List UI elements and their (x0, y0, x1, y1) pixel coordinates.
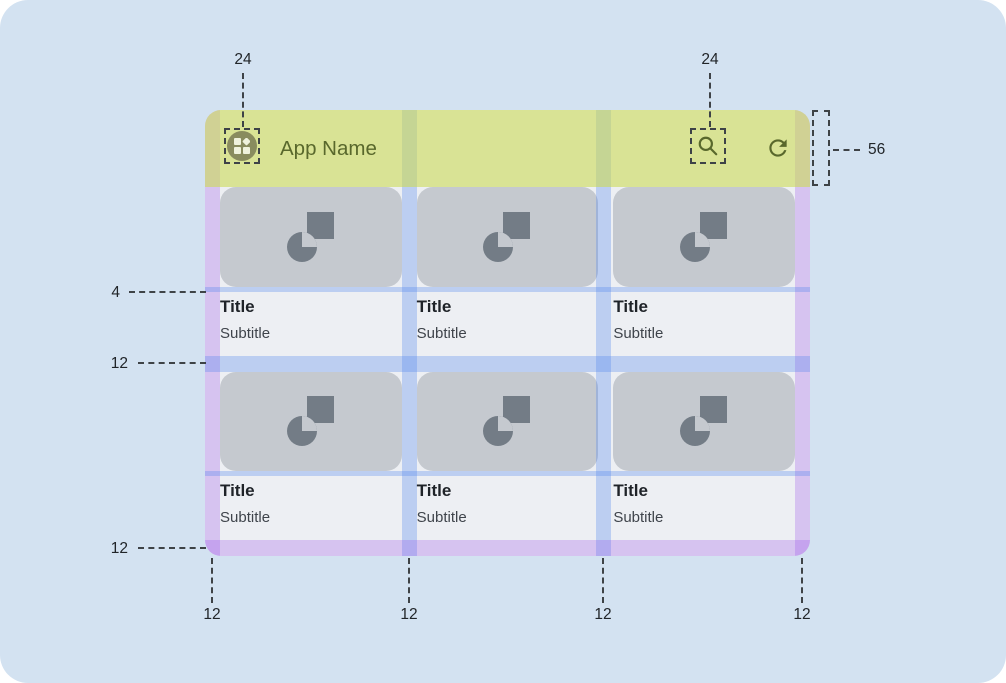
card-title: Title (220, 297, 255, 316)
measurement-line (138, 362, 206, 364)
card-text: Title Subtitle (220, 292, 402, 356)
measurement-line (801, 558, 803, 603)
card-grid: Title Subtitle Title Subtitle (205, 110, 810, 556)
card-subtitle: Subtitle (220, 509, 271, 526)
measurement-line (408, 558, 410, 603)
card-text: Title Subtitle (220, 476, 402, 540)
card-text: Title Subtitle (417, 476, 599, 540)
measurement-line (129, 291, 206, 293)
search-icon-measure-box (690, 128, 726, 164)
card-text: Title Subtitle (417, 292, 599, 356)
card-text: Title Subtitle (613, 476, 795, 540)
image-placeholder-icon (286, 396, 334, 446)
card-subtitle: Subtitle (613, 509, 664, 526)
image-placeholder-icon (483, 211, 531, 262)
measurement-label-nav-icon: 24 (234, 51, 252, 68)
card-title: Title (613, 297, 648, 316)
app-bar: App Name (205, 110, 810, 187)
image-placeholder-icon (286, 211, 334, 262)
card-image[interactable] (416, 372, 599, 471)
nav-icon-button[interactable] (227, 131, 257, 161)
app-mockup: Title Subtitle Title Subtitle (205, 110, 810, 556)
card-image[interactable] (220, 187, 402, 287)
card-image[interactable] (613, 187, 795, 287)
measurement-line (211, 558, 213, 603)
card-title: Title (416, 297, 452, 316)
measurement-line (602, 558, 604, 603)
measurement-label-app-bar-height: 56 (868, 141, 886, 158)
card-subtitle: Subtitle (220, 325, 271, 342)
measurement-line (242, 73, 244, 127)
measurement-label-gutter-2: 12 (594, 606, 612, 623)
measurement-line (138, 547, 206, 549)
card-image[interactable] (613, 372, 795, 471)
search-icon[interactable] (695, 133, 721, 159)
measurement-label-bottom-margin: 12 (110, 540, 128, 557)
card-subtitle: Subtitle (416, 325, 467, 342)
card-image[interactable] (220, 372, 402, 471)
card-text: Title Subtitle (613, 292, 795, 356)
measurement-label-search-icon: 24 (701, 51, 719, 68)
card-subtitle: Subtitle (613, 325, 664, 342)
measurement-label-left-margin: 12 (203, 606, 221, 623)
measurement-label-gutter-1: 12 (400, 606, 418, 623)
card-title: Title (416, 481, 452, 500)
card-subtitle: Subtitle (416, 509, 467, 526)
nav-icon-measure-box (224, 128, 260, 164)
card-image[interactable] (416, 187, 599, 287)
refresh-button[interactable] (765, 135, 791, 161)
dashboard-icon (234, 138, 250, 154)
measurement-line (833, 149, 860, 151)
image-placeholder-icon (680, 396, 728, 446)
image-placeholder-icon (680, 211, 728, 262)
measurement-label-image-text-gap: 4 (111, 284, 120, 301)
card-title: Title (613, 481, 648, 500)
measurement-label-row-spacing: 12 (110, 355, 128, 372)
app-title: App Name (280, 137, 377, 160)
measurement-label-right-margin: 12 (793, 606, 811, 623)
image-placeholder-icon (483, 396, 531, 446)
refresh-icon (769, 139, 787, 157)
measurement-line (709, 73, 711, 127)
card-title: Title (220, 481, 255, 500)
app-bar-measure-bracket (812, 110, 830, 186)
